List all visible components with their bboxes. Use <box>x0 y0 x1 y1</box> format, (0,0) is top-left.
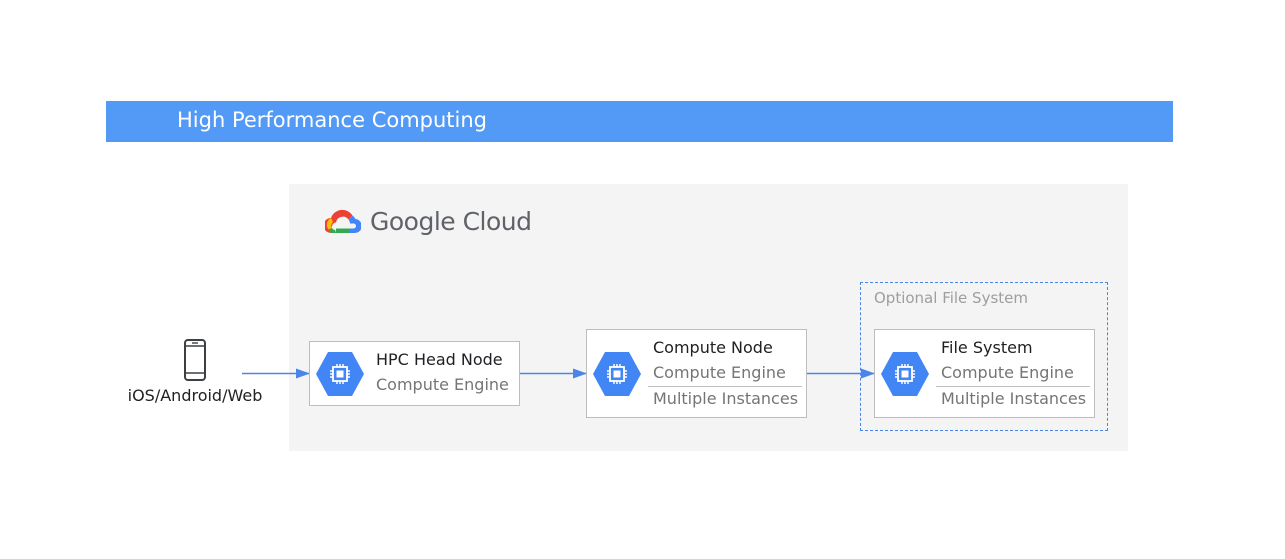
compute-node-card: Compute Node Compute Engine Multiple Ins… <box>586 329 807 418</box>
node-title: HPC Head Node <box>376 350 503 369</box>
node-note: Multiple Instances <box>653 389 799 408</box>
node-note: Multiple Instances <box>941 389 1087 408</box>
card-divider <box>648 386 802 387</box>
header-banner: High Performance Computing <box>106 101 1173 142</box>
node-title: Compute Node <box>653 338 773 357</box>
google-cloud-wordmark: Google Cloud <box>370 207 532 236</box>
compute-engine-icon <box>881 352 929 396</box>
node-title: File System <box>941 338 1033 357</box>
node-product: Compute Engine <box>376 375 509 394</box>
page-title: High Performance Computing <box>177 108 488 132</box>
client-device: iOS/Android/Web <box>110 338 280 405</box>
client-label: iOS/Android/Web <box>127 386 263 405</box>
optional-file-system-zone: Optional File System <box>860 282 1108 431</box>
google-cloud-logo-icon <box>325 209 361 234</box>
smartphone-icon <box>184 339 206 381</box>
file-system-card: File System Compute Engine Multiple Inst… <box>874 329 1095 418</box>
node-product: Compute Engine <box>941 363 1074 382</box>
compute-engine-icon <box>593 352 641 396</box>
hpc-head-node-card: HPC Head Node Compute Engine <box>309 341 520 406</box>
card-divider <box>936 386 1090 387</box>
node-product: Compute Engine <box>653 363 786 382</box>
optional-zone-label: Optional File System <box>874 289 1028 307</box>
compute-engine-icon <box>316 352 364 396</box>
